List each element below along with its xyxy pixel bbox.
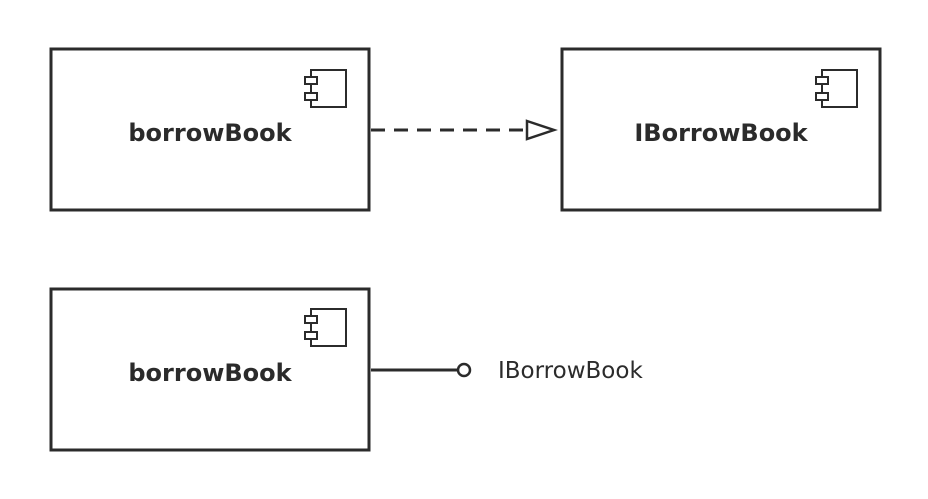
realization-connector[interactable]: [371, 119, 558, 141]
uml-component-icon: [304, 308, 347, 347]
component-name: IBorrowBook: [634, 119, 808, 147]
lollipop-interface-icon: [456, 362, 472, 378]
uml-component-icon: [304, 69, 347, 108]
component-borrowbook-top[interactable]: borrowBook: [49, 47, 371, 212]
uml-component-icon: [815, 69, 858, 108]
component-borrowbook-bottom[interactable]: borrowBook: [49, 287, 371, 452]
component-name: borrowBook: [128, 119, 292, 147]
component-name: borrowBook: [128, 359, 292, 387]
hollow-triangle-arrowhead-icon: [525, 119, 558, 141]
provided-interface-connector[interactable]: [371, 362, 472, 378]
component-iborrowbook-top[interactable]: IBorrowBook: [560, 47, 882, 212]
interface-label: IBorrowBook: [498, 358, 643, 384]
